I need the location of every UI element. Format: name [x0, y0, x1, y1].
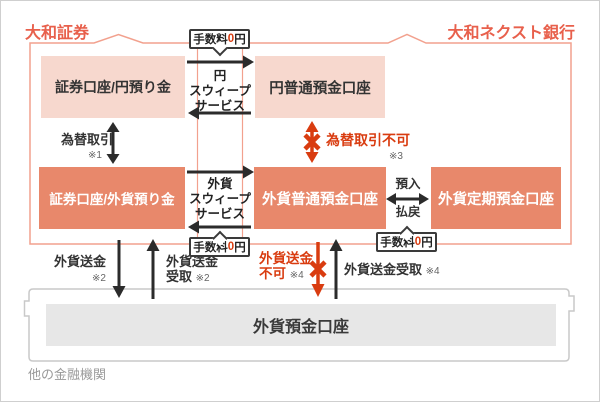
account-box-securities-yen: 証券口座/円預り金	[41, 56, 185, 118]
account-box-fx-time-deposit: 外貨定期預金口座	[431, 167, 561, 229]
other-institutions-label: 他の金融機関	[28, 367, 107, 382]
remit-in-right-arrow	[329, 239, 343, 299]
account-box-fx-ordinary: 外貨普通預金口座	[254, 167, 386, 229]
remit-na-cross	[309, 260, 327, 278]
fx-sweep-right-arrow	[187, 165, 254, 179]
yen-sweep-right-arrow	[187, 55, 254, 69]
remit-in-left-arrow	[146, 239, 160, 299]
fee-zero: 0	[227, 241, 235, 253]
account-box-securities-fx: 証券口座/外貨預り金	[39, 167, 185, 229]
deposit-label: 預入	[395, 177, 421, 191]
fee-zero: 0	[227, 33, 235, 45]
exchange-na-double-arrow	[303, 121, 321, 163]
exchange-note: ※1	[88, 150, 102, 161]
fx-sweep-caption: 外貨 スウィープ サービス	[189, 177, 251, 221]
exchange-na-label: 為替取引不可	[326, 132, 410, 148]
company-daiwa-next-bank: 大和ネクスト銀行	[447, 25, 575, 42]
remit-in-right-label: 外貨送金受取 ※4	[344, 262, 440, 277]
company-daiwa-securities: 大和証券	[25, 25, 90, 42]
yen-sweep-caption: 円 スウィープ サービス	[189, 69, 251, 113]
account-box-yen-ordinary: 円普通預金口座	[255, 56, 385, 118]
yen-sweep-left-arrow	[188, 106, 251, 120]
main-frame	[29, 33, 572, 245]
remit-out-label: 外貨送金 ※2	[53, 254, 106, 284]
deposit-withdraw-arrow	[386, 193, 429, 205]
exchange-na-note: ※3	[389, 151, 403, 162]
exchange-label: 為替取引	[61, 132, 114, 147]
remit-in-left-label: 外貨送金 受取 ※2	[166, 254, 219, 284]
exchange-double-arrow	[106, 122, 120, 164]
fee-zero: 0	[414, 236, 422, 248]
remit-na-label: 外貨送金 不可 ※4	[259, 251, 313, 281]
withdraw-label: 払戻	[395, 205, 421, 219]
remit-na-arrow	[309, 242, 327, 297]
remit-out-arrow	[112, 240, 126, 298]
other-bank-frame	[23, 288, 575, 362]
fx-sweep-left-arrow	[188, 220, 251, 234]
exchange-na-cross	[303, 133, 321, 151]
account-box-other-bank-fx: 外貨預金口座	[46, 304, 556, 346]
